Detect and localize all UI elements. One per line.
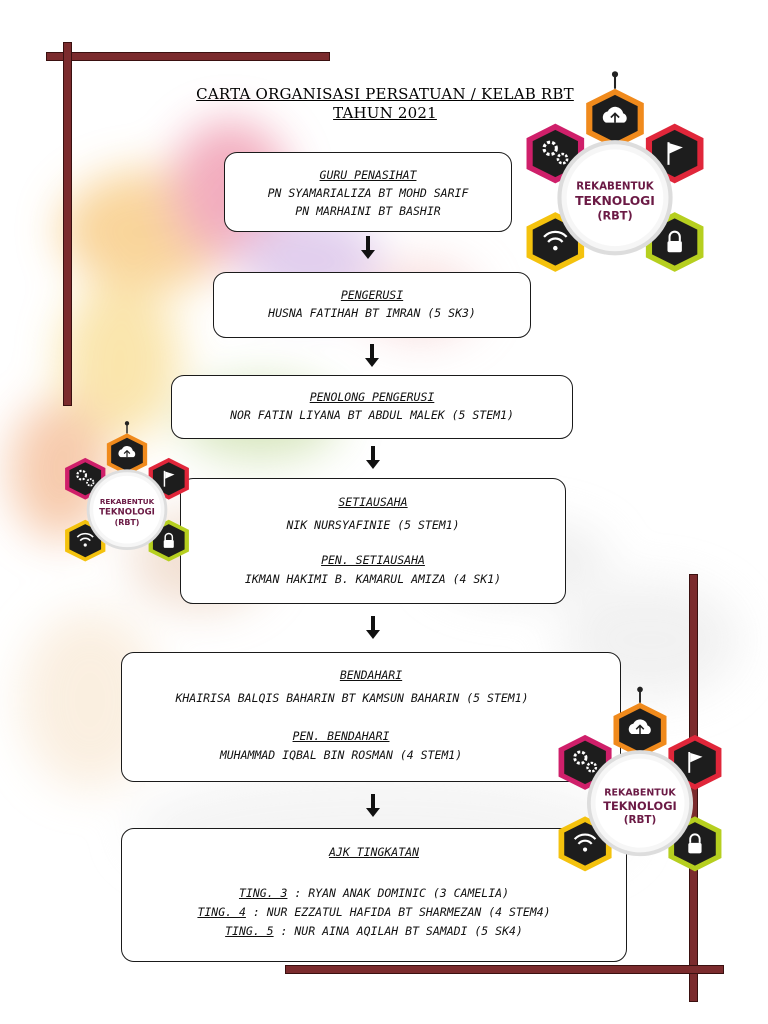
rbt-logo-line2: TEKNOLOGI xyxy=(603,799,677,813)
rbt-logo-line2: TEKNOLOGI xyxy=(99,508,155,518)
rbt-logo-line3: (RBT) xyxy=(115,518,140,527)
role-label: PENGERUSI xyxy=(340,288,404,302)
role-label: PENOLONG PENGERUSI xyxy=(309,390,435,404)
ajk-row-label: TING. 3 xyxy=(238,886,288,900)
box-penolong-pengerusi: PENOLONG PENGERUSI NOR FATIN LIYANA BT A… xyxy=(171,375,573,439)
member-name: HUSNA FATIHAH BT IMRAN (5 SK3) xyxy=(268,306,476,320)
role-label: PEN. SETIAUSAHA xyxy=(321,553,425,567)
rbt-logo-line2: TEKNOLOGI xyxy=(575,194,655,208)
member-name: PN MARHAINI BT BASHIR xyxy=(295,204,441,218)
ajk-row-value: RYAN ANAK DOMINIC (3 CAMELIA) xyxy=(308,886,510,900)
member-name: PN SYAMARIALIZA BT MOHD SARIF xyxy=(267,186,469,200)
rbt-logo-line3: (RBT) xyxy=(624,814,657,826)
rbt-logo-line1: REKABENTUK xyxy=(604,788,676,799)
ajk-row: TING. 3 : RYAN ANAK DOMINIC (3 CAMELIA) xyxy=(122,884,626,903)
frame-bar-left xyxy=(63,42,72,406)
frame-bar-top xyxy=(46,52,330,61)
chart-title: CARTA ORGANISASI PERSATUAN / KELAB RBT xyxy=(196,85,574,103)
rbt-logo: REKABENTUK TEKNOLOGI (RBT) xyxy=(65,421,189,562)
ajk-row-label: TING. 5 xyxy=(225,924,274,938)
rbt-logo-graphic xyxy=(558,686,722,872)
down-arrow-icon xyxy=(366,616,380,639)
frame-bar-bottom xyxy=(285,965,724,974)
member-name: MUHAMMAD IQBAL BIN ROSMAN (4 STEM1) xyxy=(219,748,463,762)
role-label: SETIAUSAHA xyxy=(338,495,408,509)
rbt-logo-graphic xyxy=(65,421,189,562)
rbt-logo: REKABENTUK TEKNOLOGI (RBT) xyxy=(526,71,704,272)
rbt-logo-graphic xyxy=(526,71,704,272)
ajk-row-sep: : xyxy=(273,924,295,938)
box-guru-penasihat: GURU PENASIHAT PN SYAMARIALIZA BT MOHD S… xyxy=(224,152,512,232)
down-arrow-icon xyxy=(366,794,380,817)
chart-subtitle: TAHUN 2021 xyxy=(333,104,437,122)
ajk-row: TING. 5 : NUR AINA AQILAH BT SAMADI (5 S… xyxy=(122,922,626,941)
ajk-row-value: NUR AINA AQILAH BT SAMADI (5 SK4) xyxy=(294,924,523,938)
member-name: IKMAN HAKIMI B. KAMARUL AMIZA (4 SK1) xyxy=(244,572,502,586)
member-name: NIK NURSYAFINIE (5 STEM1) xyxy=(286,518,460,532)
ajk-row-sep: : xyxy=(245,905,267,919)
rbt-logo-line1: REKABENTUK xyxy=(576,181,655,193)
rbt-logo: REKABENTUK TEKNOLOGI (RBT) xyxy=(558,686,722,872)
box-pengerusi: PENGERUSI HUSNA FATIHAH BT IMRAN (5 SK3) xyxy=(213,272,531,338)
member-name: KHAIRISA BALQIS BAHARIN BT KAMSUN BAHARI… xyxy=(175,691,529,705)
box-setiausaha: SETIAUSAHA NIK NURSYAFINIE (5 STEM1) PEN… xyxy=(180,478,566,604)
rbt-logo-line3: (RBT) xyxy=(597,209,632,222)
ajk-row: TING. 4 : NUR EZZATUL HAFIDA BT SHARMEZA… xyxy=(122,903,626,922)
ajk-row-value: NUR EZZATUL HAFIDA BT SHARMEZAN (4 STEM4… xyxy=(266,905,551,919)
role-label: PEN. BENDAHARI xyxy=(292,729,390,743)
ajk-row-label: TING. 4 xyxy=(197,905,246,919)
down-arrow-icon xyxy=(365,344,379,367)
down-arrow-icon xyxy=(361,236,375,259)
role-label: GURU PENASIHAT xyxy=(319,168,417,182)
ajk-row-sep: : xyxy=(287,886,309,900)
down-arrow-icon xyxy=(366,446,380,469)
rbt-logo-line1: REKABENTUK xyxy=(100,497,155,506)
member-name: NOR FATIN LIYANA BT ABDUL MALEK (5 STEM1… xyxy=(230,408,514,422)
role-label: BENDAHARI xyxy=(339,668,403,682)
